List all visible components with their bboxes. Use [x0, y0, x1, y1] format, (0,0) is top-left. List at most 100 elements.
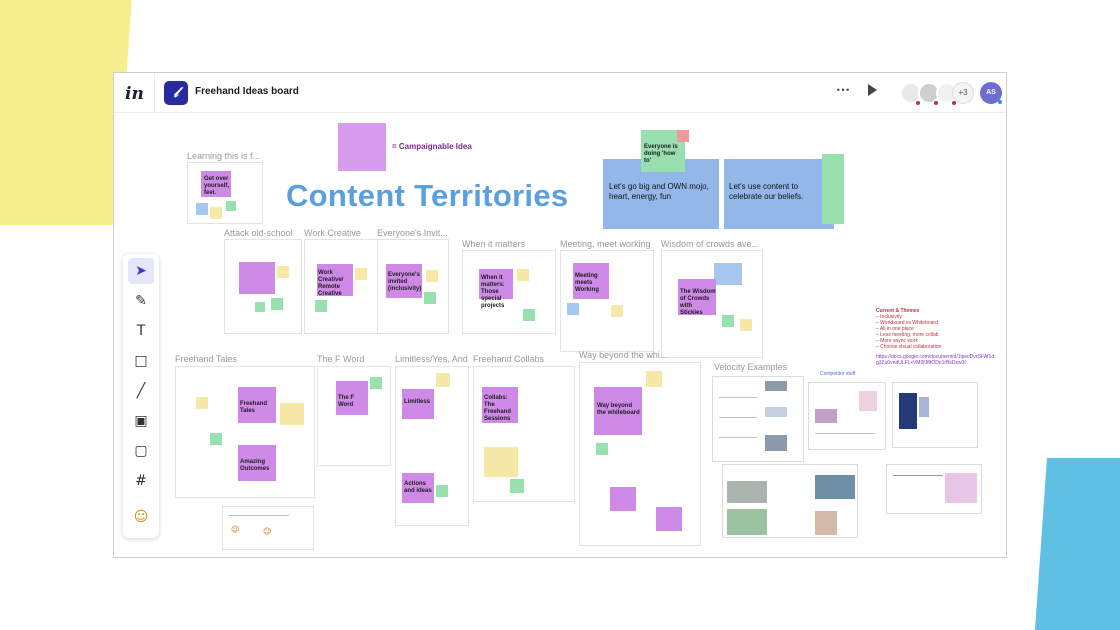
more-options-icon[interactable]: ⋯ — [836, 81, 850, 97]
current-user-avatar[interactable]: AS — [980, 82, 1002, 104]
sticky-note[interactable] — [315, 300, 327, 312]
sticky-note[interactable] — [482, 387, 518, 423]
sticky-note[interactable] — [610, 487, 636, 511]
competitor-card[interactable] — [892, 382, 978, 448]
sticky-note[interactable] — [573, 263, 609, 299]
sticky-note[interactable] — [611, 305, 623, 317]
frame-freehand-collabs[interactable]: Collabs: The Freehand Sessions — [473, 366, 575, 502]
sticky-note[interactable] — [277, 266, 289, 278]
sticky-note[interactable] — [255, 302, 265, 312]
play-icon[interactable] — [868, 84, 877, 96]
sticky-note[interactable] — [238, 445, 276, 481]
sticky-note[interactable] — [436, 485, 448, 497]
frame-small-links[interactable]: ☺ ☺ — [222, 506, 314, 550]
frame-title[interactable]: The F Word — [317, 354, 365, 364]
sticky-note[interactable] — [210, 207, 222, 219]
frame-title[interactable]: Freehand Tales — [175, 354, 237, 364]
sticky-note[interactable] — [678, 279, 716, 315]
sticky-note[interactable] — [740, 319, 752, 331]
frame-way-beyond-the-whiteboard[interactable]: Way beyond the whiteboard — [579, 362, 701, 546]
sticky-note[interactable] — [523, 309, 535, 321]
sticky-note[interactable] — [479, 269, 513, 299]
frame-title[interactable]: Work Creative — [304, 228, 361, 238]
sticky-note[interactable] — [402, 389, 434, 419]
reference-collage[interactable] — [722, 464, 858, 538]
sticky-note[interactable] — [656, 507, 682, 531]
frame-the-f-word[interactable]: The F Word — [317, 366, 391, 466]
sticky-note[interactable] — [226, 201, 236, 211]
sticky-note[interactable] — [196, 203, 208, 215]
frame-limitless-yes-and[interactable]: Limitless Actions and ideas — [395, 366, 469, 526]
more-collaborators-badge[interactable]: +3 — [952, 82, 974, 104]
sticky-note[interactable] — [239, 262, 275, 294]
text-tool[interactable]: T — [136, 323, 146, 339]
blue-card[interactable] — [724, 159, 834, 229]
sticky-note[interactable] — [210, 433, 222, 445]
rectangle-tool[interactable]: □ — [134, 353, 148, 369]
frame-title[interactable]: Velocity Examples — [714, 362, 788, 372]
sticky-note[interactable] — [238, 387, 276, 423]
board-title[interactable]: Freehand Ideas board — [195, 86, 299, 97]
sticky-text: Way beyond the whiteboard — [597, 403, 640, 416]
frame-title[interactable]: When it matters — [462, 239, 526, 249]
sticky-note[interactable] — [510, 479, 524, 493]
main-title[interactable]: Content Territories — [286, 178, 569, 213]
sticky-note[interactable] — [370, 377, 382, 389]
sticky-note[interactable] — [436, 373, 450, 387]
sticky-text: Everyone is doing 'how to' — [644, 144, 678, 164]
sticky-note[interactable] — [567, 303, 579, 315]
notes-link[interactable]: https://docs.google.com/document/d/1lpso… — [876, 354, 995, 366]
current-themes-notes[interactable]: Current & Themes – Inclusivity – Workboa… — [876, 308, 996, 366]
frame-title[interactable]: Wisdom of crowds ave... — [661, 239, 760, 249]
sticky-column[interactable] — [822, 154, 844, 224]
sticky-note[interactable] — [594, 387, 642, 435]
frame-title[interactable]: Way beyond the whi... — [579, 350, 668, 360]
sticky-note-tool[interactable]: ▢ — [134, 443, 148, 459]
frame-wisdom-of-crowds[interactable]: The Wisdom of Crowds with Stickies — [661, 250, 763, 358]
sticky-note[interactable] — [317, 264, 353, 296]
velocity-example-card[interactable] — [712, 376, 804, 462]
pen-tool[interactable]: ✎ — [135, 293, 147, 309]
invision-logo[interactable]: in — [125, 84, 144, 104]
sticky-note[interactable] — [280, 403, 304, 425]
sticky-note[interactable] — [596, 443, 608, 455]
frame-title[interactable]: Limitless/Yes, And — [395, 354, 468, 364]
sticky-note[interactable] — [484, 447, 518, 477]
sticky-note[interactable] — [402, 473, 434, 503]
frame-when-it-matters[interactable]: When it matters: Those special projects — [462, 250, 556, 334]
frame-attack-old-school[interactable] — [224, 239, 302, 334]
sticky-note[interactable] — [196, 397, 208, 409]
frame-title[interactable]: Freehand Collabs — [473, 354, 545, 364]
sticky-note[interactable] — [722, 315, 734, 327]
sticky-note[interactable] — [677, 130, 689, 142]
frame-title[interactable]: Learning this is f... — [187, 151, 261, 161]
frame-tool[interactable]: # — [135, 473, 147, 489]
line-tool[interactable]: ╱ — [136, 383, 146, 399]
thumbnail-image — [815, 475, 855, 499]
reference-card[interactable] — [886, 464, 982, 514]
select-tool[interactable]: ➤ — [128, 258, 154, 284]
sticky-note[interactable] — [517, 269, 529, 281]
image-tool[interactable]: ▣ — [134, 413, 148, 429]
sticky-note[interactable] — [336, 381, 368, 415]
frame-learning[interactable]: Get over yourself, feel. — [187, 162, 263, 224]
sticky-note[interactable] — [355, 268, 367, 280]
sticky-note[interactable] — [646, 371, 662, 387]
frame-title[interactable]: Meeting, meet working — [560, 239, 651, 249]
frame-title[interactable]: Attack old-school — [224, 228, 293, 238]
frame-freehand-tales[interactable]: Freehand Tales Amazing Outcomes — [175, 366, 315, 498]
sticky-note[interactable] — [201, 171, 231, 197]
frame-everyones-invited[interactable]: Everyone's invited (inclusivity) — [377, 239, 449, 334]
board-canvas[interactable]: = Campaignable Idea Content Territories … — [114, 114, 1006, 557]
sticky-note[interactable] — [426, 270, 438, 282]
competitor-card[interactable] — [808, 382, 886, 450]
sticky-note[interactable] — [714, 263, 742, 285]
sticky-note[interactable] — [386, 264, 422, 298]
frame-title[interactable]: Everyone's Invit... — [377, 228, 448, 238]
sticky-note[interactable] — [424, 292, 436, 304]
emoji-tool[interactable]: ☺ — [133, 509, 149, 525]
frame-meeting-meets-working[interactable]: Meeting meets Working — [560, 250, 654, 352]
frame-work-creative[interactable]: Work Creative/ Remote Creative — [304, 239, 382, 334]
sticky-note[interactable] — [271, 298, 283, 310]
